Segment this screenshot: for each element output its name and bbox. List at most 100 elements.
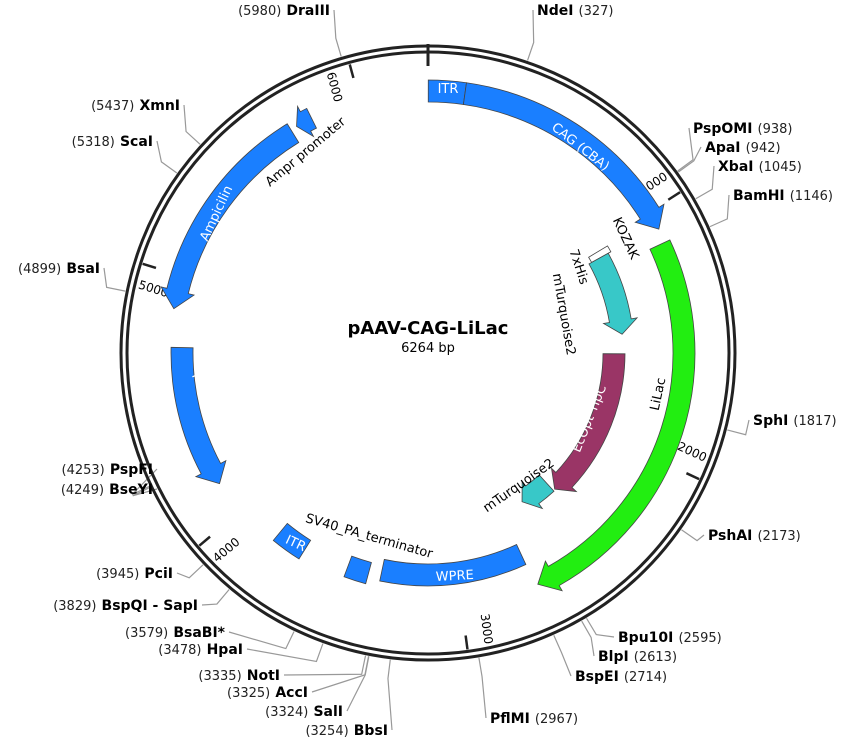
site-label-bspei[interactable]: BspEI (2714) <box>575 666 667 685</box>
feature-ampicilin[interactable] <box>160 123 300 310</box>
site-name: BbsI <box>354 723 388 738</box>
site-leader-line <box>246 643 324 663</box>
site-position: (5437) <box>91 99 134 114</box>
site-leader-line <box>333 9 342 57</box>
site-name: BlpI <box>598 649 629 665</box>
site-label-sphi[interactable]: SphI (1817) <box>753 410 837 429</box>
site-name: ScaI <box>120 134 153 150</box>
tick-mark <box>348 64 355 79</box>
tick-mark <box>142 262 157 270</box>
site-name: AccI <box>275 685 308 701</box>
site-leader-line <box>132 486 158 497</box>
feature-cag-cba-[interactable] <box>462 82 665 230</box>
site-position: (3335) <box>198 669 241 684</box>
site-name: XmnI <box>139 98 180 114</box>
site-leader-line <box>709 194 730 228</box>
site-position: (327) <box>579 4 614 19</box>
feature-mturquoise2[interactable] <box>521 474 555 510</box>
site-position: (3945) <box>96 567 139 582</box>
site-leader-line <box>677 127 694 172</box>
site-label-blpi[interactable]: BlpI (2613) <box>598 646 677 665</box>
site-leader-line <box>228 631 295 650</box>
site-position: (5318) <box>72 135 115 150</box>
site-leader-line <box>346 656 370 712</box>
site-position: (1045) <box>759 160 802 175</box>
site-name: PspOMI <box>693 121 752 137</box>
site-label-bamhi[interactable]: BamHI (1146) <box>733 185 833 204</box>
site-name: BsaI <box>66 261 100 277</box>
site-position: (942) <box>746 141 781 156</box>
site-position: (1146) <box>790 189 833 204</box>
label-sv40: SV40_PA_terminator <box>304 511 435 562</box>
label-lilac: LiLac <box>648 376 670 412</box>
site-label-scai[interactable]: (5318) ScaI <box>72 131 153 150</box>
site-label-bspqi-sapi[interactable]: (3829) BspQI - SapI <box>53 595 198 614</box>
site-position: (3579) <box>125 626 168 641</box>
restriction-sites: (5980) DraIII NdeI (327) PspOMI (938)ApaI … <box>18 0 837 738</box>
site-name: BamHI <box>733 188 785 204</box>
site-label-ndei[interactable]: NdeI (327) <box>537 0 614 19</box>
feature-itr[interactable] <box>272 522 312 560</box>
tick-label: 6000 <box>324 70 346 103</box>
site-label-pcii[interactable]: (3945) PciI <box>96 563 173 582</box>
site-position: (2595) <box>678 631 721 646</box>
site-name: SalI <box>313 704 343 720</box>
site-label-xmni[interactable]: (5437) XmnI <box>91 95 180 114</box>
site-position: (2173) <box>757 529 800 544</box>
feature-ampr-promoter[interactable] <box>296 104 318 138</box>
feature-ecopt-tipc[interactable] <box>550 353 626 493</box>
site-name: PspFI <box>110 462 153 478</box>
tick-mark <box>464 635 469 650</box>
site-position: (2714) <box>624 670 667 685</box>
label-mturquoise2-1: mTurquoise2 <box>549 272 578 356</box>
site-label-pspfi[interactable]: (4253) PspFI <box>62 459 153 478</box>
site-leader-line <box>681 529 705 542</box>
site-name: BsaBI* <box>173 625 225 641</box>
features <box>160 79 696 592</box>
site-label-acci[interactable]: (3325) AccI <box>227 682 308 701</box>
site-leader-line <box>478 657 487 719</box>
site-label-pspomi[interactable]: PspOMI (938) <box>693 118 792 137</box>
tick-label: 2000 <box>675 439 709 465</box>
site-name: PciI <box>144 566 173 582</box>
site-label-noti[interactable]: (3335) NotI <box>198 665 280 684</box>
site-label-bbsi[interactable]: (3254) BbsI <box>305 720 388 738</box>
feature-lilac[interactable] <box>537 239 696 592</box>
site-label-pflmi[interactable]: PflMI (2967) <box>490 708 578 727</box>
site-name: PshAI <box>708 528 752 544</box>
site-position: (3254) <box>305 724 348 738</box>
label-7xhis: 7xHis <box>566 247 591 286</box>
site-leader-line <box>727 419 750 436</box>
plasmid-name: pAAV-CAG-LiLac <box>348 318 509 339</box>
label-wpre: WPRE <box>435 568 474 585</box>
feature-feature[interactable] <box>343 555 372 585</box>
site-label-sali[interactable]: (3324) SalI <box>265 701 343 720</box>
site-label-bsai[interactable]: (4899) BsaI <box>18 258 100 277</box>
site-name: HpaI <box>207 642 243 658</box>
feature-mturquoise2[interactable] <box>588 252 639 335</box>
site-position: (1817) <box>793 414 836 429</box>
tick-label: 3000 <box>478 613 496 645</box>
site-name: SphI <box>753 413 788 429</box>
site-leader-line <box>553 634 572 677</box>
site-name: XbaI <box>718 159 753 175</box>
feature-pbr322-origin[interactable] <box>170 346 227 485</box>
site-label-bsabi-[interactable]: (3579) BsaBI* <box>125 622 226 641</box>
site-label-apai[interactable]: ApaI (942) <box>705 137 781 156</box>
site-label-draiii[interactable]: (5980) DraIII <box>238 0 330 19</box>
site-leader-line <box>156 140 178 174</box>
site-name: Bpu10I <box>618 630 673 646</box>
site-name: BspEI <box>575 669 619 685</box>
site-label-hpai[interactable]: (3478) HpaI <box>158 639 243 658</box>
tick-mark <box>685 472 700 481</box>
feature-wpre[interactable] <box>379 543 527 587</box>
site-position: (4249) <box>61 483 104 498</box>
site-label-xbai[interactable]: XbaI (1045) <box>718 156 802 175</box>
site-name: BspQI - SapI <box>102 598 198 614</box>
site-label-bpu10i[interactable]: Bpu10I (2595) <box>618 627 722 646</box>
site-name: NdeI <box>537 3 573 19</box>
site-position: (2613) <box>634 650 677 665</box>
site-label-pshai[interactable]: PshAI (2173) <box>708 525 801 544</box>
site-label-bseyi[interactable]: (4249) BseYI <box>61 479 153 498</box>
